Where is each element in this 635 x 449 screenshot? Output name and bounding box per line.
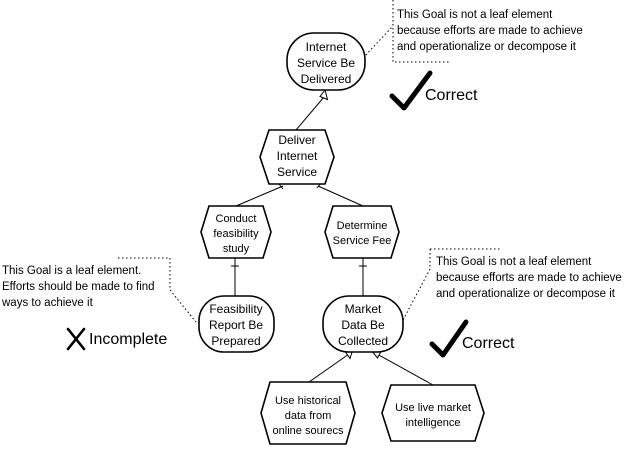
task-label-line: Deliver (278, 133, 315, 147)
task-label-line: Internet (277, 149, 318, 163)
goal-market-data-be-collected[interactable]: Market Data Be Collected (322, 295, 404, 353)
goal-label-line: Market (345, 302, 382, 316)
task-conduct-feasibility-study[interactable]: Conduct feasibility study (200, 205, 272, 259)
task-label-line: intelligence (405, 417, 460, 429)
verdict-label: Correct (462, 335, 515, 352)
task-label-line: feasibility (213, 228, 259, 240)
goal-label-line: Report Be (209, 318, 263, 332)
task-deliver-internet-service[interactable]: Deliver Internet Service (259, 129, 335, 185)
goal-label-line: Collected (338, 334, 388, 348)
note-top-border (392, 0, 450, 63)
check-mark-icon (429, 319, 469, 358)
note-line: because efforts are made to achieve (436, 272, 622, 284)
note-line: because efforts are made to achieve (397, 25, 583, 37)
task-label-line: data from (285, 410, 331, 422)
note-line: ways to achieve it (1, 297, 94, 309)
note-left: This Goal is a leaf element. Efforts sho… (1, 265, 155, 309)
note-line: This Goal is not a leaf element (397, 9, 553, 21)
goal-label-line: Feasibility (209, 302, 262, 316)
task-determine-service-fee[interactable]: Determine Service Fee (324, 205, 400, 259)
goal-label-line: Prepared (211, 334, 260, 348)
task-label-line: Service (277, 165, 317, 179)
goal-label-line: Delivered (301, 72, 352, 86)
task-label-line: Determine (337, 220, 388, 232)
link-historical-to-market (308, 353, 350, 383)
link-live-to-market (376, 353, 434, 386)
note-line: This Goal is not a leaf element (436, 256, 592, 268)
goal-label-line: Internet (306, 40, 347, 54)
arrowhead-internet (319, 88, 329, 101)
task-label-line: Service Fee (333, 235, 392, 247)
note-line: Efforts should be made to find (2, 281, 155, 293)
verdict-left: Incomplete (66, 327, 167, 351)
link-deliver-to-internet (295, 96, 325, 131)
verdict-label: Correct (425, 87, 478, 104)
note-line: and operationalize or decompose it (436, 288, 616, 300)
note-right: This Goal is not a leaf element because … (436, 256, 622, 300)
task-use-live-market-intelligence[interactable]: Use live market intelligence (381, 384, 485, 442)
link-conduct-to-deliver (235, 185, 284, 207)
note-line: and operationalize or decompose it (397, 41, 577, 53)
task-label-line: study (223, 243, 250, 255)
note-left-border (118, 257, 197, 323)
task-label-line: Use live market (395, 402, 471, 414)
verdict-top: Correct (389, 70, 478, 111)
task-use-historical-data[interactable]: Use historical data from online sourecs (260, 381, 356, 445)
task-label-line: online sourecs (273, 425, 344, 437)
note-right-border (401, 248, 500, 323)
decomp-mark-conduct (278, 183, 284, 190)
goal-label-line: Data Be (341, 318, 385, 332)
goal-label-line: Service Be (297, 56, 355, 70)
check-mark-icon (389, 70, 433, 111)
task-label-line: Conduct (216, 213, 257, 225)
cross-mark-icon (66, 327, 86, 351)
verdict-right: Correct (429, 319, 515, 358)
verdict-label: Incomplete (89, 331, 167, 348)
link-determine-to-deliver (317, 185, 364, 207)
note-top-connector (362, 25, 394, 59)
goal-internet-service-be-delivered[interactable]: Internet Service Be Delivered (286, 32, 366, 91)
note-top: This Goal is not a leaf element because … (397, 9, 583, 53)
task-label-line: Use historical (275, 395, 341, 407)
goal-feasibility-report-be-prepared[interactable]: Feasibility Report Be Prepared (198, 295, 275, 353)
note-line: This Goal is a leaf element. (2, 265, 141, 277)
